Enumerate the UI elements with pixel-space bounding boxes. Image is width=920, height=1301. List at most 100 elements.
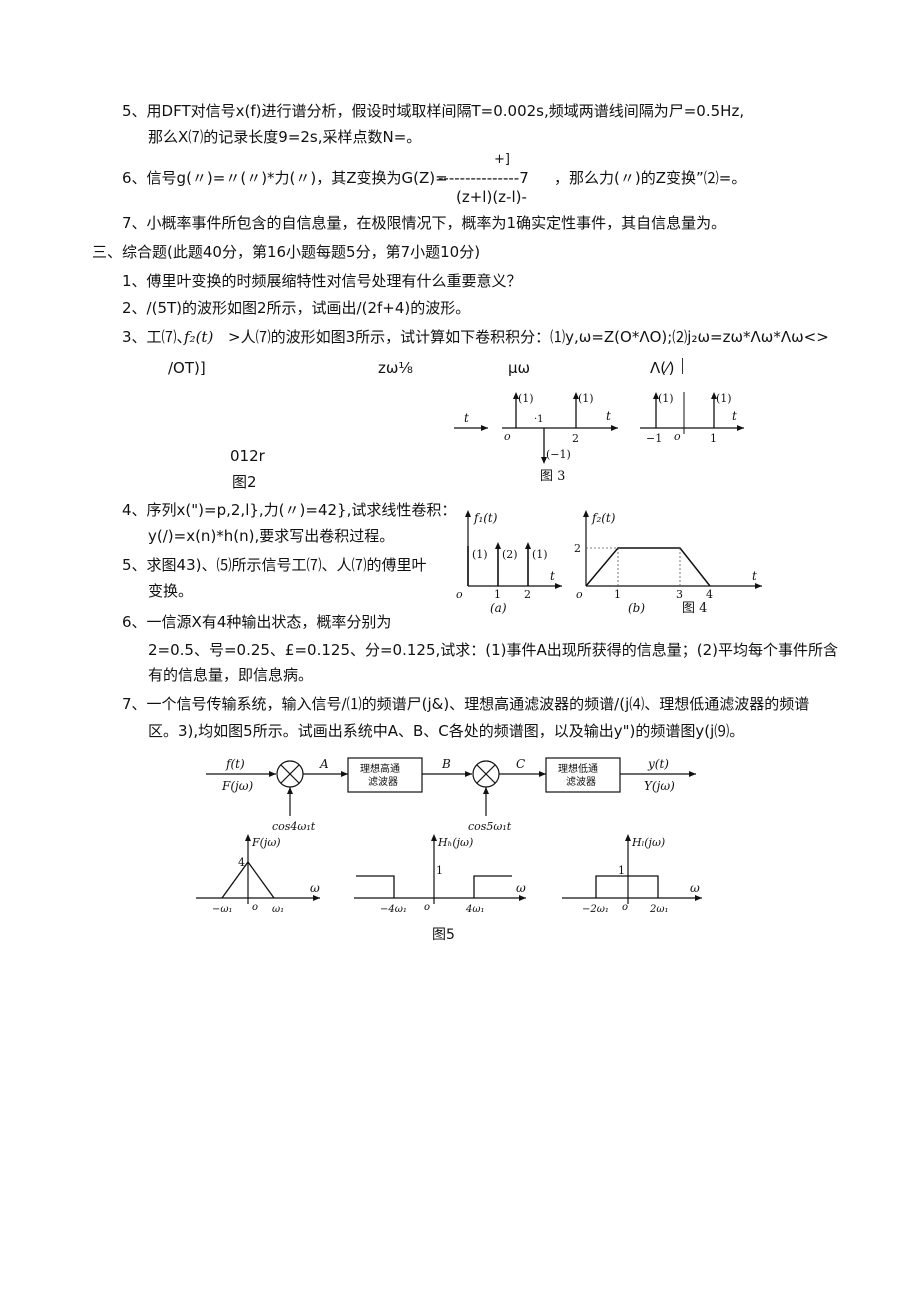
fig5-F-origin: o [252, 902, 258, 913]
fig5-Hl-origin: o [622, 902, 628, 913]
fig5-lowpass-block [545, 757, 621, 793]
problem6-line2: 2=0.5、号=0.25、£=0.125、分=0.125,试求：(1)事件A出现… [148, 641, 839, 659]
problem6-line1: 6、一信源X有4种输出状态，概率分别为 [122, 613, 392, 631]
fig5-node-C: C [516, 757, 525, 771]
figure-4: f₁(t) (1) (2) (1) o 1 2 t (a) f₂(t) 2 o … [456, 510, 762, 616]
problem3-cont4: Λ(⁄) [650, 359, 675, 377]
fig2-label: 012r [230, 447, 265, 465]
problem3-cont1: /OT)] [168, 359, 206, 377]
fig5-caption: 图5 [432, 927, 455, 943]
problem3-f2: f₂(t) [184, 328, 214, 346]
q6-denominator: (z+l)(z-l)- [456, 188, 527, 206]
fig4a-origin: o [456, 588, 463, 601]
figure-5: f(t) F(jω) cos4ω₁t A 理想高通 滤波器 B cos5ω₁t … [196, 757, 702, 915]
fig5-F-pos: ω₁ [272, 904, 284, 915]
q5-line1: 5、用DFT对信号x(f)进行谱分析，假设时域取样间隔T=0.002s,频域两谱… [122, 102, 745, 120]
problem3-cont3: μω [508, 359, 531, 377]
fig5-hp-label2: 滤波器 [368, 775, 398, 788]
q6-numerator: +] [494, 152, 510, 167]
problem5-line2: 变换。 [148, 582, 194, 600]
problem3-rest: >人⑺的波形如图3所示，试计算如下卷积积分：⑴y,ω=Z(O*ΛO);⑵j₂ω=… [228, 328, 829, 346]
fig5-Hh-w: ω [516, 881, 526, 895]
fig5-output-yt: y(t) [647, 757, 669, 771]
fig4b-x3: 3 [676, 588, 683, 601]
problem3-start: 3、工⑺、 [122, 328, 192, 346]
fig5-node-B: B [441, 757, 451, 771]
fig5-Hh-one: 1 [436, 864, 443, 877]
fig5-lp-label1: 理想低通 [558, 762, 598, 775]
fig3-left-taxis: t [606, 409, 611, 423]
fig5-Hl-neg: −2ω₁ [582, 904, 609, 915]
fig3-left-neg: (−1) [546, 448, 571, 461]
q7-line: 7、小概率事件所包含的自信息量，在极限情况下，概率为1确实定性事件，其自信息量为… [122, 214, 727, 232]
problem7-line1: 7、一个信号传输系统，输入信号/⑴的频谱尸(j&)、理想高通滤波器的频谱/(j⑷… [122, 695, 810, 713]
figure-3: t (1) (−1) (1) o ·1 2 t (1) (1) −1 o 1 t… [454, 392, 744, 484]
fig5-Hl-ylabel: Hₗ(jω) [631, 836, 665, 849]
fig5-input-ft: f(t) [225, 757, 245, 771]
fig5-Hl-one: 1 [618, 864, 625, 877]
fig4b-t: t [752, 569, 757, 583]
fig5-node-A: A [319, 757, 329, 771]
fig3-left-x2: 2 [572, 432, 579, 445]
fig2-caption: 图2 [232, 473, 257, 491]
q6-fraction-bar: ---------------7 [438, 169, 529, 187]
fig5-hp-label1: 理想高通 [360, 762, 400, 775]
problem3-bar [682, 358, 683, 374]
fig5-Hh-ylabel: Hₕ(jω) [437, 836, 473, 849]
fig4b-y2: 2 [574, 542, 581, 555]
fig5-cos1: cos4ω₁t [272, 820, 316, 833]
fig5-cos2: cos5ω₁t [468, 820, 512, 833]
fig4a-x2: 2 [524, 588, 531, 601]
fig3-right-origin: o [674, 430, 681, 443]
problem6-line3: 有的信息量，即信息病。 [148, 666, 314, 684]
problem4-line2: y(/)=x(n)*h(n),要求写出卷积过程。 [148, 527, 395, 545]
fig5-input-Fjw: F(jω) [221, 779, 254, 793]
fig4b-x1: 1 [614, 588, 621, 601]
fig5-highpass-block [347, 757, 423, 793]
fig5-Hh-origin: o [424, 902, 430, 913]
fig3-right-imp1: (1) [658, 392, 674, 405]
problem3-cont2: zω⅛ [378, 359, 413, 377]
fig5-Hh-neg: −4ω₁ [380, 904, 407, 915]
fig5-output-Yjw: Y(jω) [644, 779, 675, 793]
fig4b-x4: 4 [706, 588, 713, 601]
problem5-line1: 5、求图43)、⑸所示信号工⑺、人⑺的傅里叶 [122, 556, 427, 574]
fig4a-t: t [550, 569, 555, 583]
fig3-left-imp2: (1) [578, 392, 594, 405]
fig3-right-m1: −1 [646, 432, 662, 445]
q5-line2: 那么X⑺的记录长度9=2s,采样点数N=。 [148, 128, 422, 146]
q6-line-end: ，那么力(〃)的Z变换”⑵=。 [554, 169, 747, 187]
fig4a-imp2: (2) [502, 548, 518, 561]
fig4a-imp1: (1) [472, 548, 488, 561]
problem2: 2、/(5T)的波形如图2所示，试画出/(2f+4)的波形。 [122, 299, 471, 317]
fig5-F-w: ω [310, 881, 320, 895]
fig4b-origin: o [576, 588, 583, 601]
fig5-lp-label2: 滤波器 [566, 775, 596, 788]
fig3-left-imp1: (1) [518, 392, 534, 405]
problem4-line1: 4、序列x(")=p,2,l},力(〃)=42},试求线性卷积： [122, 501, 457, 519]
fig3-caption: 图 3 [540, 469, 565, 484]
fig3-right-taxis: t [732, 409, 737, 423]
q6-line: 6、信号g(〃)=〃(〃)*力(〃)，其Z变换为G(Z)= [122, 169, 448, 187]
problem1: 1、傅里叶变换的时频展缩特性对信号处理有什么重要意义？ [122, 272, 522, 290]
fig3-right-x1: 1 [710, 432, 717, 445]
fig3-left-dot: ·1 [534, 414, 544, 425]
fig5-Hl-pos: 2ω₁ [649, 904, 669, 915]
fig5-F-neg: −ω₁ [212, 904, 233, 915]
fig3-left-t-arrow: t [464, 411, 469, 425]
fig5-Hh-pos: 4ω₁ [465, 904, 485, 915]
fig4a-imp3: (1) [532, 548, 548, 561]
fig5-Hl-w: ω [690, 881, 700, 895]
fig4a-x1: 1 [494, 588, 501, 601]
fig5-F-peak: 4 [238, 856, 245, 869]
section3-heading: 三、综合题(此题40分，第16小题每题5分，第7小题10分) [92, 243, 481, 261]
fig4a-sub: (a) [490, 601, 507, 615]
fig4a-ylabel: f₁(t) [473, 511, 498, 525]
fig5-F-ylabel: F(jω) [251, 836, 281, 849]
fig4-caption: 图 4 [682, 601, 707, 616]
fig4b-sub: (b) [628, 601, 645, 615]
problem7-line2: 区。3),均如图5所示。试画出系统中A、B、C各处的频谱图，以及输出y")的频谱… [148, 722, 745, 740]
fig3-left-origin: o [504, 430, 511, 443]
fig3-right-imp2: (1) [716, 392, 732, 405]
fig4b-ylabel: f₂(t) [591, 511, 616, 525]
